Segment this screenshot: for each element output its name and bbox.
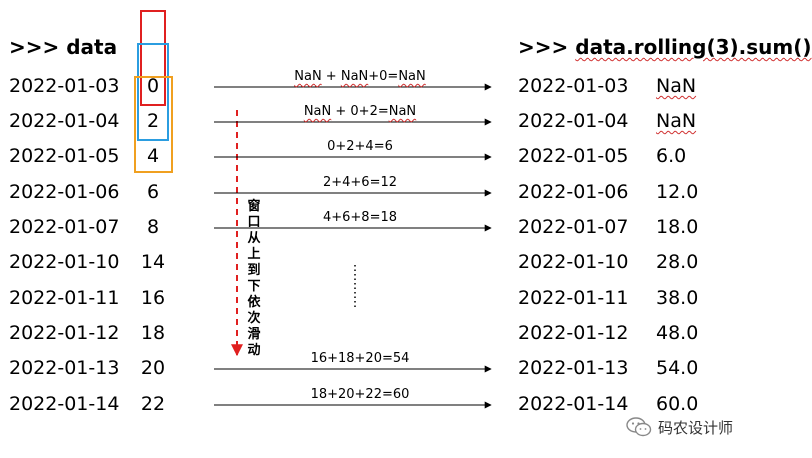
input-value: 0	[146, 75, 160, 97]
input-value: 16	[140, 287, 166, 309]
calc-label: NaN + NaN+0=NaN	[294, 69, 426, 84]
output-date: 2022-01-04	[518, 110, 629, 132]
window-box-1	[140, 10, 166, 106]
right-header-code: data.rolling(3).sum()	[575, 35, 812, 59]
input-value: 2	[146, 110, 160, 132]
calc-label: 16+18+20=54	[310, 351, 410, 366]
input-value: 4	[146, 145, 160, 167]
output-date: 2022-01-03	[518, 75, 629, 97]
right-header-prompt: >>>	[518, 35, 576, 59]
right-header: >>> data.rolling(3).sum()	[518, 37, 812, 57]
input-value: 14	[140, 251, 166, 273]
watermark-text: 码农设计师	[658, 418, 734, 437]
input-date: 2022-01-03	[9, 75, 120, 97]
output-date: 2022-01-06	[518, 181, 629, 203]
output-value: 12.0	[656, 181, 699, 203]
output-value: 54.0	[656, 357, 699, 379]
calc-label: NaN + 0+2=NaN	[303, 104, 417, 119]
diagram-graphics	[134, 10, 492, 409]
calc-label: 18+20+22=60	[310, 387, 410, 402]
output-value: 48.0	[656, 322, 699, 344]
output-value: NaN	[656, 110, 697, 132]
input-date: 2022-01-07	[9, 216, 120, 238]
input-date: 2022-01-12	[9, 322, 120, 344]
output-value: 18.0	[656, 216, 699, 238]
input-date: 2022-01-05	[9, 145, 120, 167]
output-value: 38.0	[656, 287, 699, 309]
input-date: 2022-01-04	[9, 110, 120, 132]
output-date: 2022-01-11	[518, 287, 629, 309]
input-date: 2022-01-06	[9, 181, 120, 203]
slide-annotation: 窗口从上到下依次滑动	[247, 199, 261, 358]
output-value: NaN	[656, 75, 697, 97]
watermark: 码农设计师	[626, 416, 733, 438]
input-value: 6	[146, 181, 160, 203]
output-date: 2022-01-10	[518, 251, 629, 273]
output-value: 60.0	[656, 393, 699, 415]
window-box-2	[137, 43, 169, 141]
window-box-3	[134, 76, 173, 173]
output-date: 2022-01-14	[518, 393, 629, 415]
rolling-sum-diagram: >>> data >>> data.rolling(3).sum() 2022-…	[9, 10, 812, 438]
output-value: 6.0	[656, 145, 687, 167]
input-date: 2022-01-13	[9, 357, 120, 379]
calc-label: 0+2+4=6	[327, 139, 393, 154]
input-value: 22	[140, 393, 166, 415]
output-date: 2022-01-13	[518, 357, 629, 379]
input-value: 8	[146, 216, 160, 238]
calc-label: 2+4+6=12	[322, 175, 398, 190]
calc-label: 4+6+8=18	[322, 210, 398, 225]
input-date: 2022-01-11	[9, 287, 120, 309]
input-date: 2022-01-14	[9, 393, 120, 415]
wechat-icon	[626, 417, 652, 437]
left-header: >>> data	[9, 35, 118, 59]
input-date: 2022-01-10	[9, 251, 120, 273]
output-date: 2022-01-07	[518, 216, 629, 238]
input-value: 18	[140, 322, 166, 344]
output-date: 2022-01-12	[518, 322, 629, 344]
input-value: 20	[140, 357, 166, 379]
output-date: 2022-01-05	[518, 145, 629, 167]
output-value: 28.0	[656, 251, 699, 273]
